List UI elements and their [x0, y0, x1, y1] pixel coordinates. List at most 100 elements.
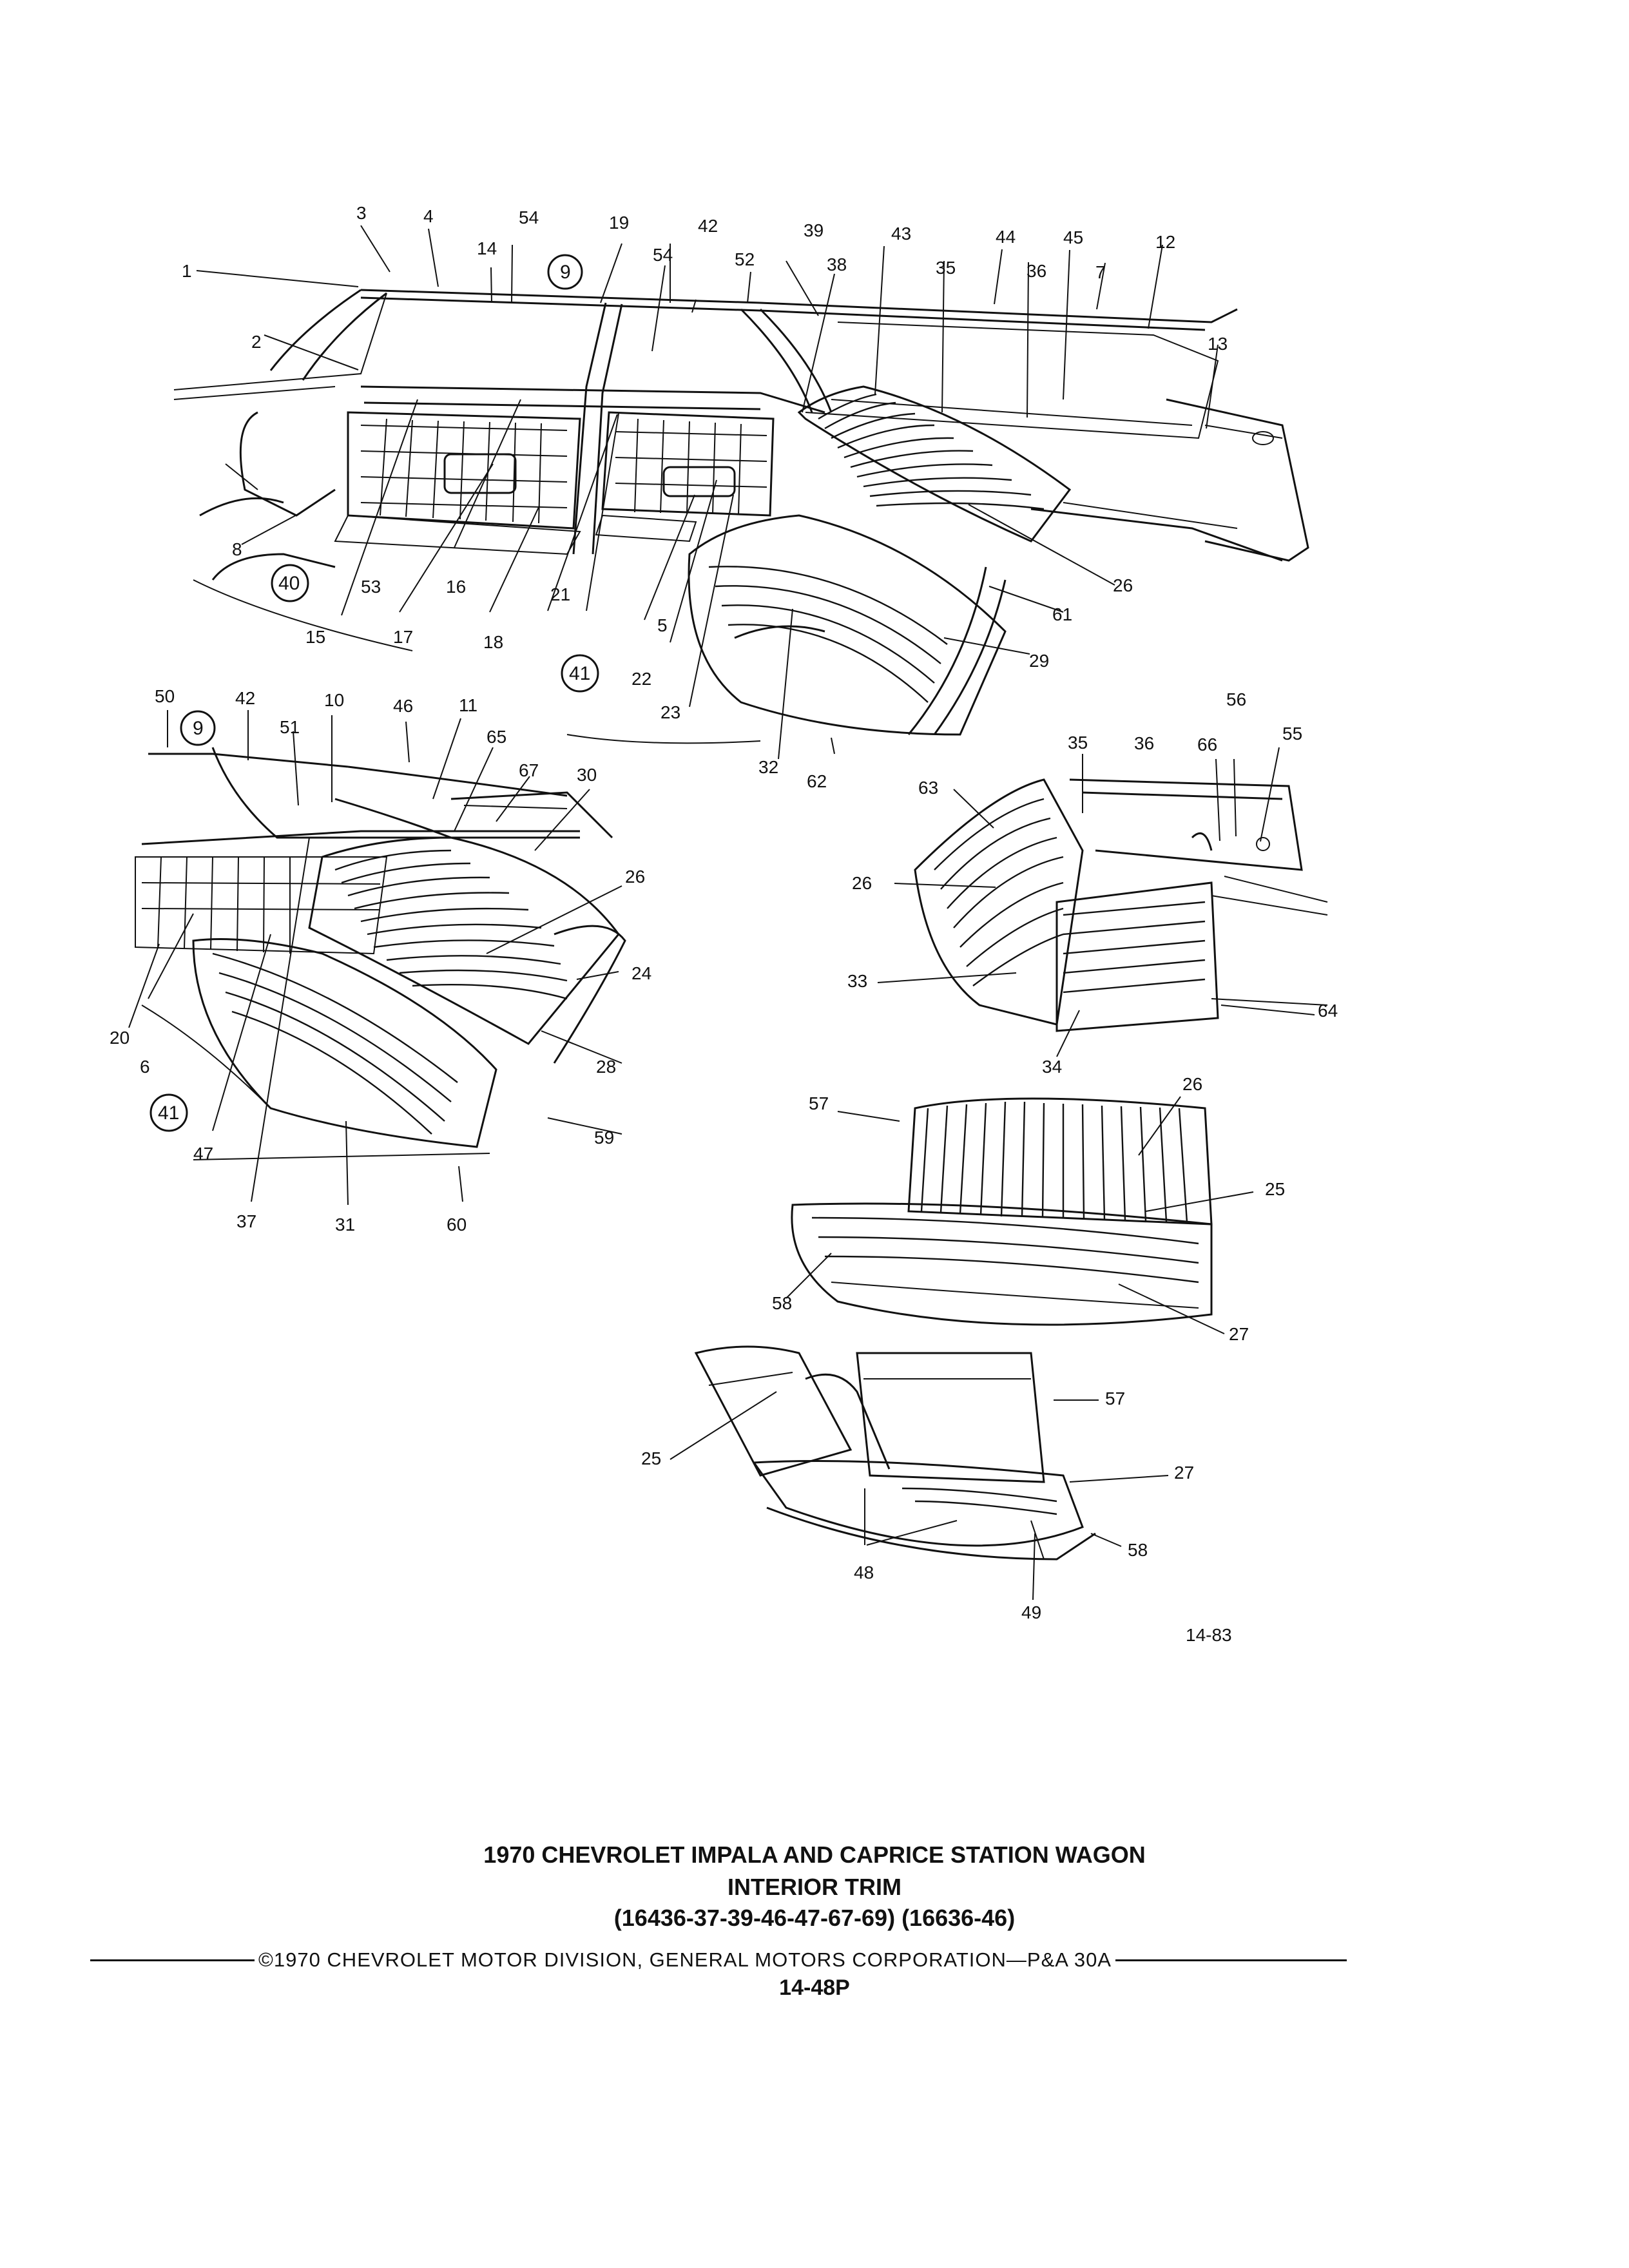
callout-20: 20 — [110, 1028, 130, 1048]
callout-37: 37 — [236, 1211, 256, 1231]
callout-26d: 26 — [1182, 1074, 1202, 1094]
leader-lines — [128, 225, 1315, 1600]
callout-21: 21 — [550, 584, 570, 604]
circled-references: 9 40 41 9 41 — [149, 254, 599, 1132]
front-door-grille — [334, 411, 581, 555]
callout-14: 14 — [477, 238, 497, 258]
bench-seat — [791, 1097, 1213, 1326]
callout-22: 22 — [631, 669, 651, 689]
callout-65: 65 — [487, 727, 506, 747]
title-line-1: 1970 CHEVROLET IMPALA AND CAPRICE STATIO… — [483, 1841, 1146, 1868]
callout-25b: 25 — [641, 1448, 661, 1468]
callout-62: 62 — [807, 771, 827, 791]
title-line-2: INTERIOR TRIM — [728, 1874, 901, 1900]
callout-36: 36 — [1027, 261, 1046, 281]
callout-23: 23 — [660, 702, 680, 722]
callout-58b: 58 — [1128, 1540, 1148, 1560]
callout-54b: 54 — [653, 245, 673, 265]
callout-53: 53 — [361, 577, 381, 597]
callout-38: 38 — [827, 255, 847, 274]
callout-34: 34 — [1042, 1057, 1062, 1077]
callout-25: 25 — [1265, 1179, 1285, 1199]
callout-55: 55 — [1282, 724, 1302, 744]
callout-58: 58 — [772, 1293, 792, 1313]
left-rule — [90, 1959, 255, 1961]
callout-26: 26 — [1113, 575, 1133, 595]
callout-11: 11 — [459, 695, 477, 715]
callout-10: 10 — [324, 690, 344, 710]
callout-30: 30 — [577, 765, 597, 785]
callout-52: 52 — [735, 249, 755, 269]
callout-18: 18 — [483, 632, 503, 652]
callout-54a: 54 — [519, 207, 539, 227]
callout-8: 8 — [232, 539, 242, 559]
callout-17: 17 — [393, 627, 413, 647]
callout-66: 66 — [1197, 735, 1217, 754]
copyright-text: ©1970 CHEVROLET MOTOR DIVISION, GENERAL … — [258, 1948, 1112, 1971]
callout-60: 60 — [447, 1215, 467, 1235]
callout-31: 31 — [335, 1215, 355, 1235]
callout-45: 45 — [1063, 227, 1083, 247]
callout-27b: 27 — [1174, 1463, 1194, 1483]
callout-36b: 36 — [1134, 733, 1154, 753]
callout-57b: 57 — [1105, 1389, 1125, 1408]
circled-ref-41b: 41 — [158, 1102, 179, 1124]
callout-42: 42 — [698, 216, 718, 236]
callout-63: 63 — [918, 778, 938, 798]
page-number: 14-48P — [779, 1975, 850, 2000]
title-line-3: (16436-37-39-46-47-67-69) (16636-46) — [613, 1905, 1016, 1931]
callout-51: 51 — [280, 717, 300, 737]
circled-ref-40: 40 — [278, 573, 300, 594]
callout-27: 27 — [1229, 1324, 1249, 1344]
callout-24: 24 — [631, 963, 651, 983]
callout-57: 57 — [809, 1093, 829, 1113]
callout-48: 48 — [854, 1562, 874, 1582]
callout-5: 5 — [657, 615, 668, 635]
right-rule — [1115, 1959, 1347, 1961]
callout-50: 50 — [155, 686, 175, 706]
callout-44: 44 — [996, 227, 1016, 247]
callout-3: 3 — [356, 203, 367, 223]
callout-13: 13 — [1208, 334, 1228, 354]
callout-28: 28 — [596, 1057, 616, 1077]
callout-6: 6 — [140, 1057, 150, 1077]
wagon-interior-view — [173, 289, 1309, 744]
folding-seat — [694, 1345, 1096, 1561]
callout-64: 64 — [1318, 1001, 1338, 1021]
callout-67: 67 — [519, 760, 539, 780]
rear-bench-seat — [688, 385, 1072, 736]
figure-reference: 14-83 — [1186, 1625, 1232, 1645]
callout-16: 16 — [446, 577, 466, 597]
callout-39: 39 — [804, 220, 824, 240]
circled-ref-41a: 41 — [569, 663, 590, 684]
third-seat-view — [914, 778, 1328, 1032]
callout-43: 43 — [891, 224, 911, 244]
callout-46: 46 — [393, 696, 413, 716]
callout-35b: 35 — [1068, 733, 1088, 753]
callout-47: 47 — [193, 1144, 213, 1164]
callout-35: 35 — [936, 258, 956, 278]
callout-12: 12 — [1155, 232, 1175, 252]
rear-door-grille — [595, 411, 775, 543]
callout-15: 15 — [305, 627, 325, 647]
callout-4: 4 — [423, 206, 434, 226]
circled-ref-9a: 9 — [560, 262, 571, 283]
callout-56: 56 — [1226, 689, 1246, 709]
callout-7: 7 — [1095, 262, 1106, 282]
callout-61: 61 — [1052, 604, 1072, 624]
callout-19: 19 — [609, 213, 629, 233]
callout-59: 59 — [594, 1128, 614, 1148]
callout-32: 32 — [758, 757, 778, 777]
callout-33: 33 — [847, 971, 867, 991]
callout-labels: 1 2 3 4 5 6 7 8 10 11 12 13 14 15 16 17 … — [110, 203, 1338, 1622]
callout-29: 29 — [1029, 651, 1049, 671]
copyright-line: ©1970 CHEVROLET MOTOR DIVISION, GENERAL … — [90, 1948, 1347, 1972]
circled-ref-9b: 9 — [193, 718, 204, 739]
callout-42b: 42 — [235, 688, 255, 708]
callout-1: 1 — [182, 261, 192, 281]
callout-26c: 26 — [852, 873, 872, 893]
callout-26b: 26 — [625, 867, 645, 887]
rear-seat-view — [135, 747, 626, 1160]
callout-2: 2 — [251, 332, 262, 352]
